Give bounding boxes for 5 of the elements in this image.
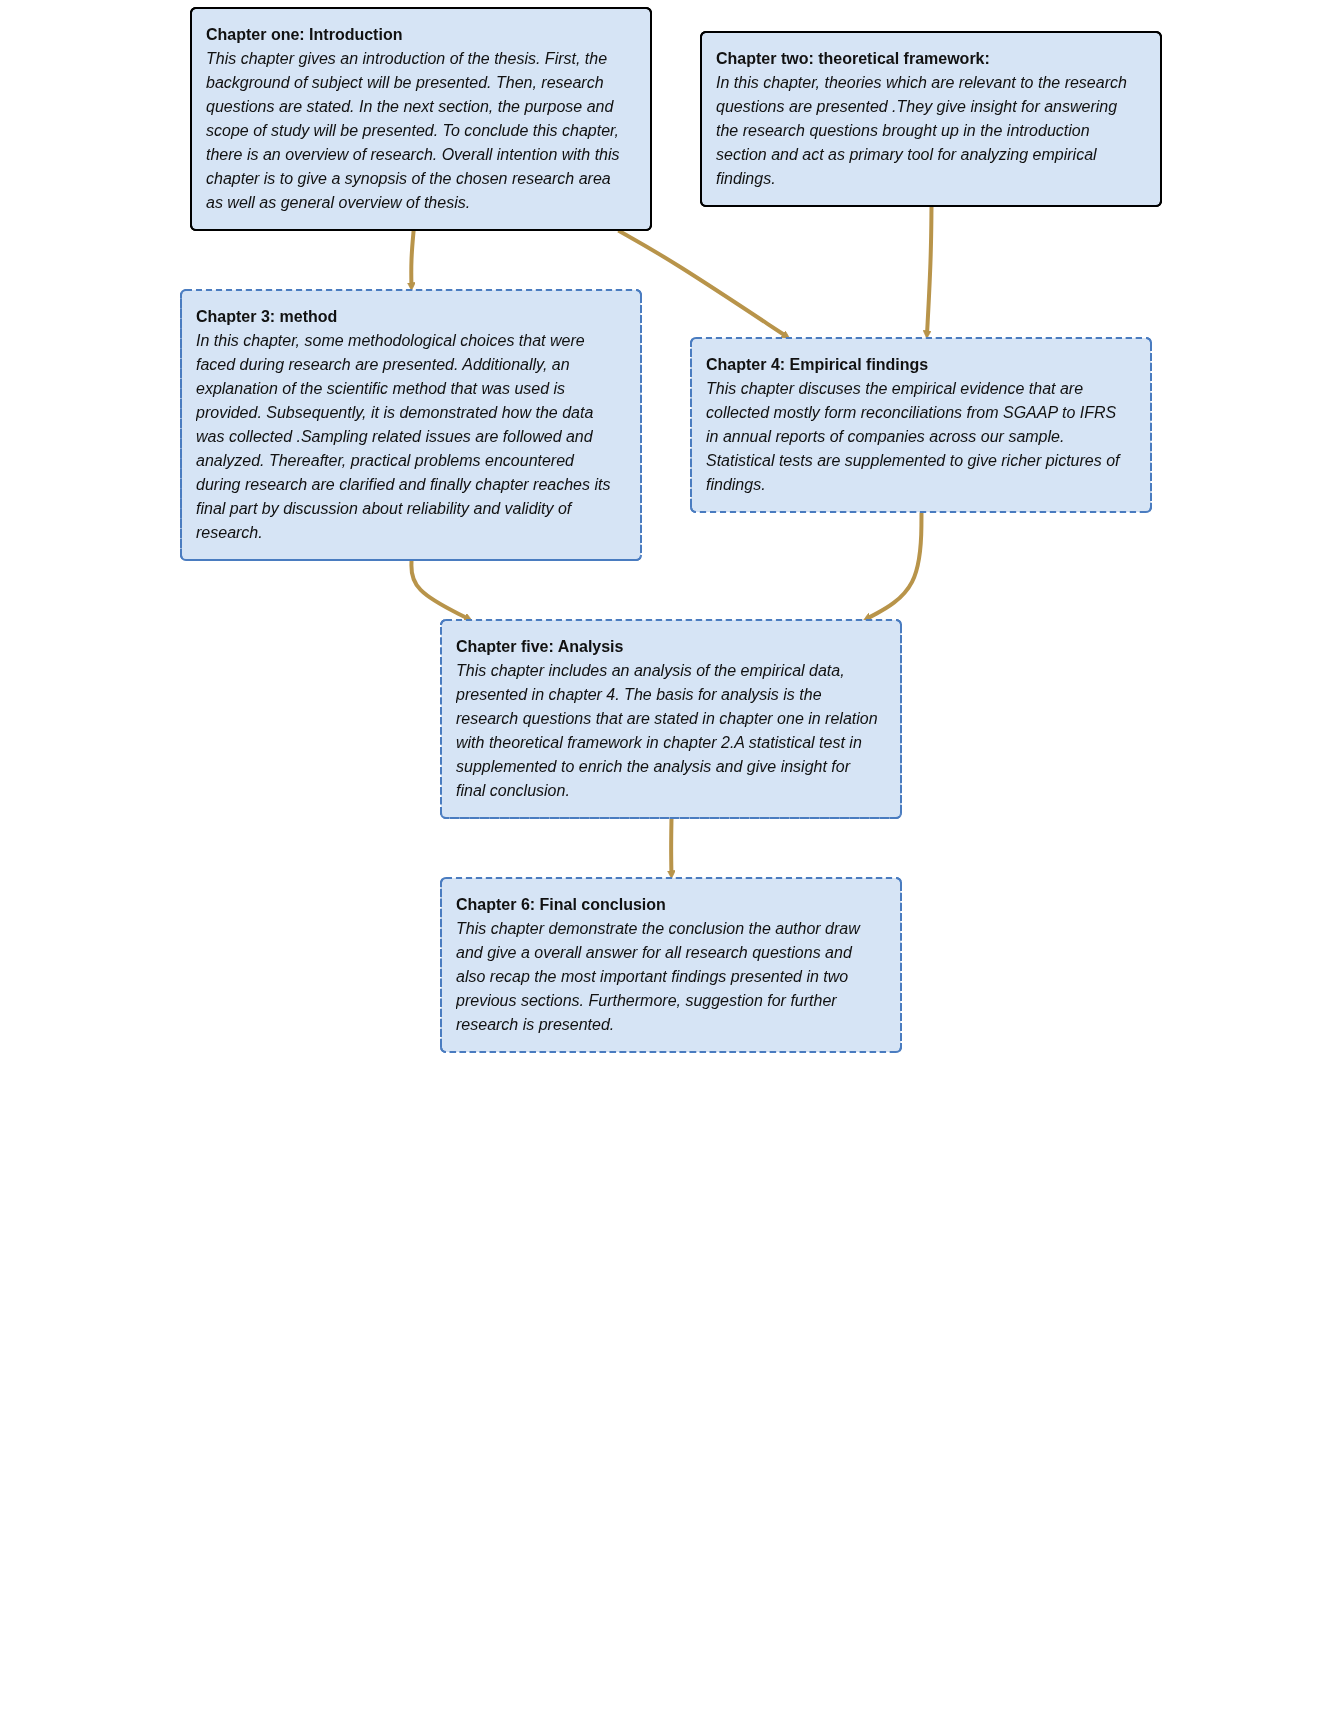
arrow [409, 560, 473, 621]
arrow [406, 230, 416, 291]
arrow [922, 206, 934, 339]
arrow [666, 818, 676, 879]
arrow [862, 512, 924, 621]
